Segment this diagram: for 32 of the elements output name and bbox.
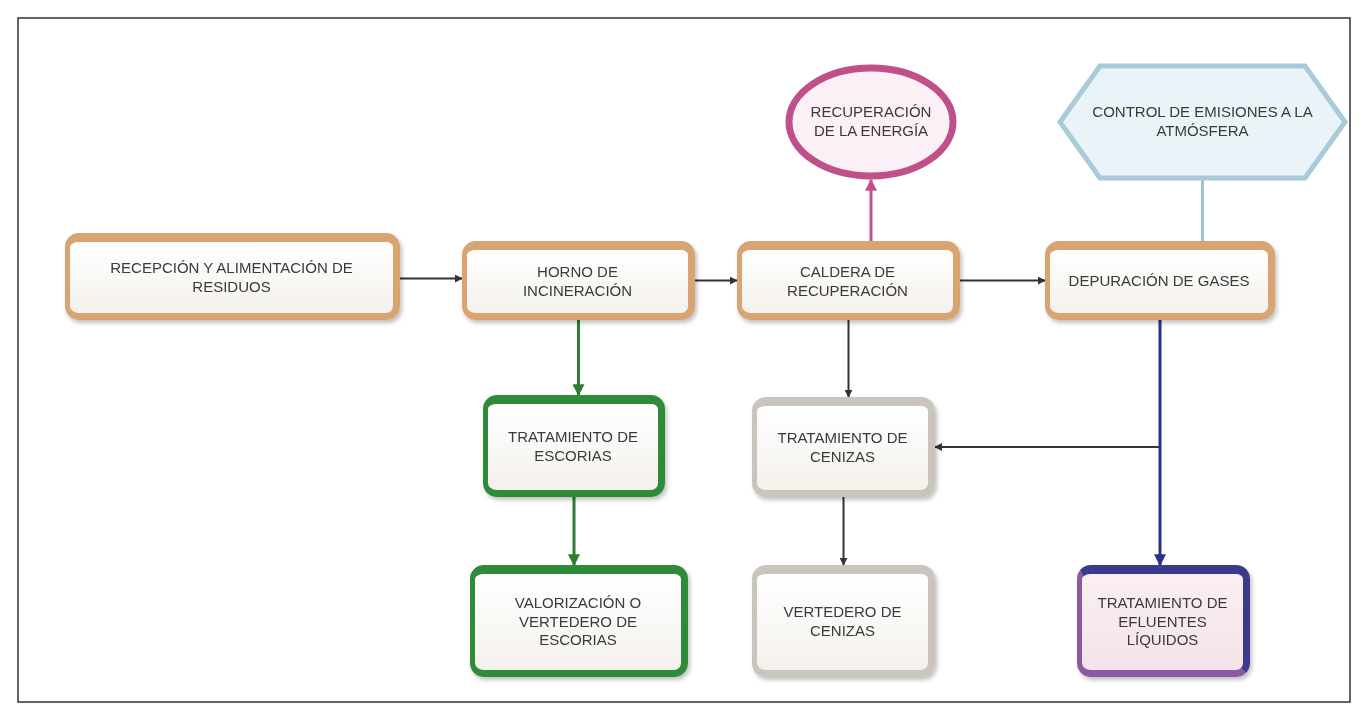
node-label: TRATAMIENTO DE EFLUENTES LÍQUIDOS bbox=[1096, 593, 1229, 651]
arrow bbox=[839, 496, 848, 566]
node-label: RECUPERACIÓN DE LA ENERGÍA bbox=[809, 103, 933, 141]
process-box bbox=[483, 395, 665, 497]
node-label: HORNO DE INCINERACIÓN bbox=[521, 262, 634, 301]
arrow bbox=[399, 274, 463, 283]
arrow bbox=[572, 320, 585, 397]
process-box bbox=[65, 233, 400, 320]
connector-line bbox=[1201, 180, 1204, 241]
node-label: VALORIZACIÓN O VERTEDERO DE ESCORIAS bbox=[513, 593, 643, 651]
arrow bbox=[694, 276, 738, 285]
node-label: TRATAMIENTO DE ESCORIAS bbox=[507, 428, 639, 466]
node-label: RECEPCIÓN Y ALIMENTACIÓN DE RESIDUOS bbox=[109, 258, 354, 297]
node-label: CONTROL DE EMISIONES A LA ATMÓSFERA bbox=[1091, 103, 1314, 141]
node-label: DEPURACIÓN DE GASES bbox=[1067, 272, 1251, 291]
process-box bbox=[752, 397, 935, 497]
process-box bbox=[470, 565, 688, 677]
node-label: CALDERA DE RECUPERACIÓN bbox=[786, 262, 909, 301]
process-box bbox=[462, 241, 695, 320]
arrow bbox=[1154, 320, 1166, 567]
arrow bbox=[568, 497, 580, 567]
hexagon-node bbox=[1060, 64, 1345, 180]
node-label: VERTEDERO DE CENIZAS bbox=[782, 603, 903, 641]
arrow bbox=[844, 319, 853, 398]
node-label: TRATAMIENTO DE CENIZAS bbox=[776, 429, 909, 467]
arrow bbox=[865, 178, 877, 241]
process-box bbox=[737, 241, 960, 320]
ellipse-node bbox=[785, 64, 957, 180]
arrow bbox=[959, 276, 1046, 285]
process-box bbox=[1077, 565, 1250, 677]
process-box bbox=[1045, 241, 1275, 320]
process-box bbox=[752, 565, 935, 677]
